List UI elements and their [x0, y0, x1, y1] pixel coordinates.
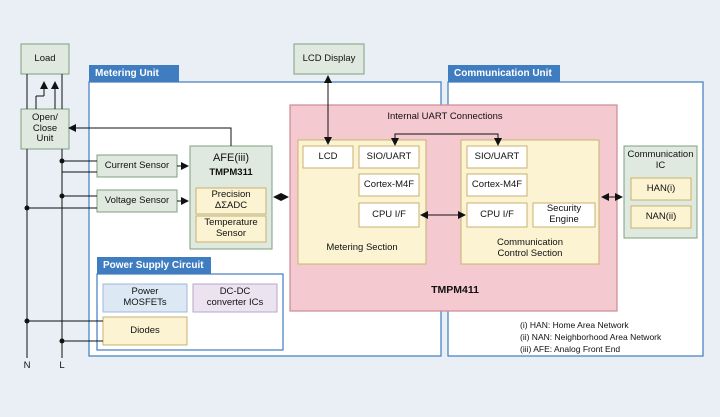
- han-block: HAN(i): [646, 182, 676, 194]
- metering-unit-header: Metering Unit: [95, 68, 159, 79]
- afe-title: AFE(iii): [212, 151, 250, 164]
- afe-chip-label: TMPM311: [209, 166, 253, 178]
- sio-uart-metering: SIO/UART: [366, 150, 412, 162]
- power-mosfets-block: Power MOSFETs: [123, 286, 167, 308]
- comm-ic-title: Communication IC: [627, 149, 694, 171]
- voltage-sensor-block: Voltage Sensor: [104, 194, 170, 206]
- internal-uart-label: Internal UART Connections: [387, 110, 503, 122]
- load-block: Load: [34, 52, 56, 64]
- temperature-sensor-block: Temperature Sensor: [204, 217, 258, 239]
- nan-block: NAN(ii): [645, 210, 677, 222]
- lcd-display-block: LCD Display: [302, 52, 356, 64]
- current-sensor-block: Current Sensor: [104, 159, 170, 171]
- metering-unit-header-bg: [89, 65, 179, 82]
- security-engine-block: Security Engine: [546, 203, 582, 225]
- precision-adc-block: Precision ΔΣADC: [211, 189, 251, 211]
- cortex-comm: Cortex-M4F: [471, 178, 523, 190]
- live-label: L: [59, 359, 65, 371]
- lcd-block: LCD: [318, 150, 338, 162]
- cpu-if-comm: CPU I/F: [480, 208, 514, 220]
- note-han: (i) HAN: Home Area Network: [520, 320, 629, 331]
- dcdc-block: DC-DC converter ICs: [206, 286, 264, 308]
- metering-section-label: Metering Section: [326, 241, 398, 253]
- open-close-unit: Open/ Close Unit: [32, 111, 58, 145]
- tmpm411-label: TMPM411: [431, 283, 479, 296]
- power-supply-header: Power Supply Circuit: [103, 260, 204, 271]
- note-afe: (iii) AFE: Analog Front End: [520, 344, 621, 355]
- neutral-label: N: [23, 359, 31, 371]
- note-nan: (ii) NAN: Neighborhood Area Network: [520, 332, 662, 343]
- diodes-block: Diodes: [130, 324, 160, 336]
- cpu-if-metering: CPU I/F: [372, 208, 406, 220]
- sio-uart-comm: SIO/UART: [474, 150, 520, 162]
- cortex-metering: Cortex-M4F: [363, 178, 415, 190]
- communication-unit-header: Communication Unit: [454, 68, 552, 79]
- comm-control-section-label: Communication Control Section: [497, 237, 563, 259]
- communication-unit-header-bg: [448, 65, 560, 82]
